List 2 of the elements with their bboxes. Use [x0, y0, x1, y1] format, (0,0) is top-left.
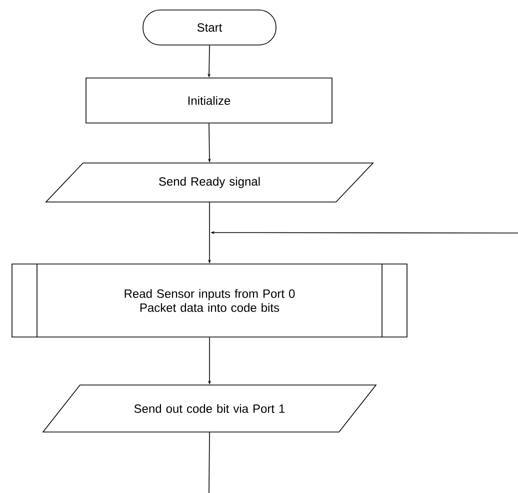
process-box: Initialize: [86, 78, 332, 124]
predefined-process-box: Read Sensor inputs from Port 0 Packet data into code bits: [12, 264, 408, 338]
